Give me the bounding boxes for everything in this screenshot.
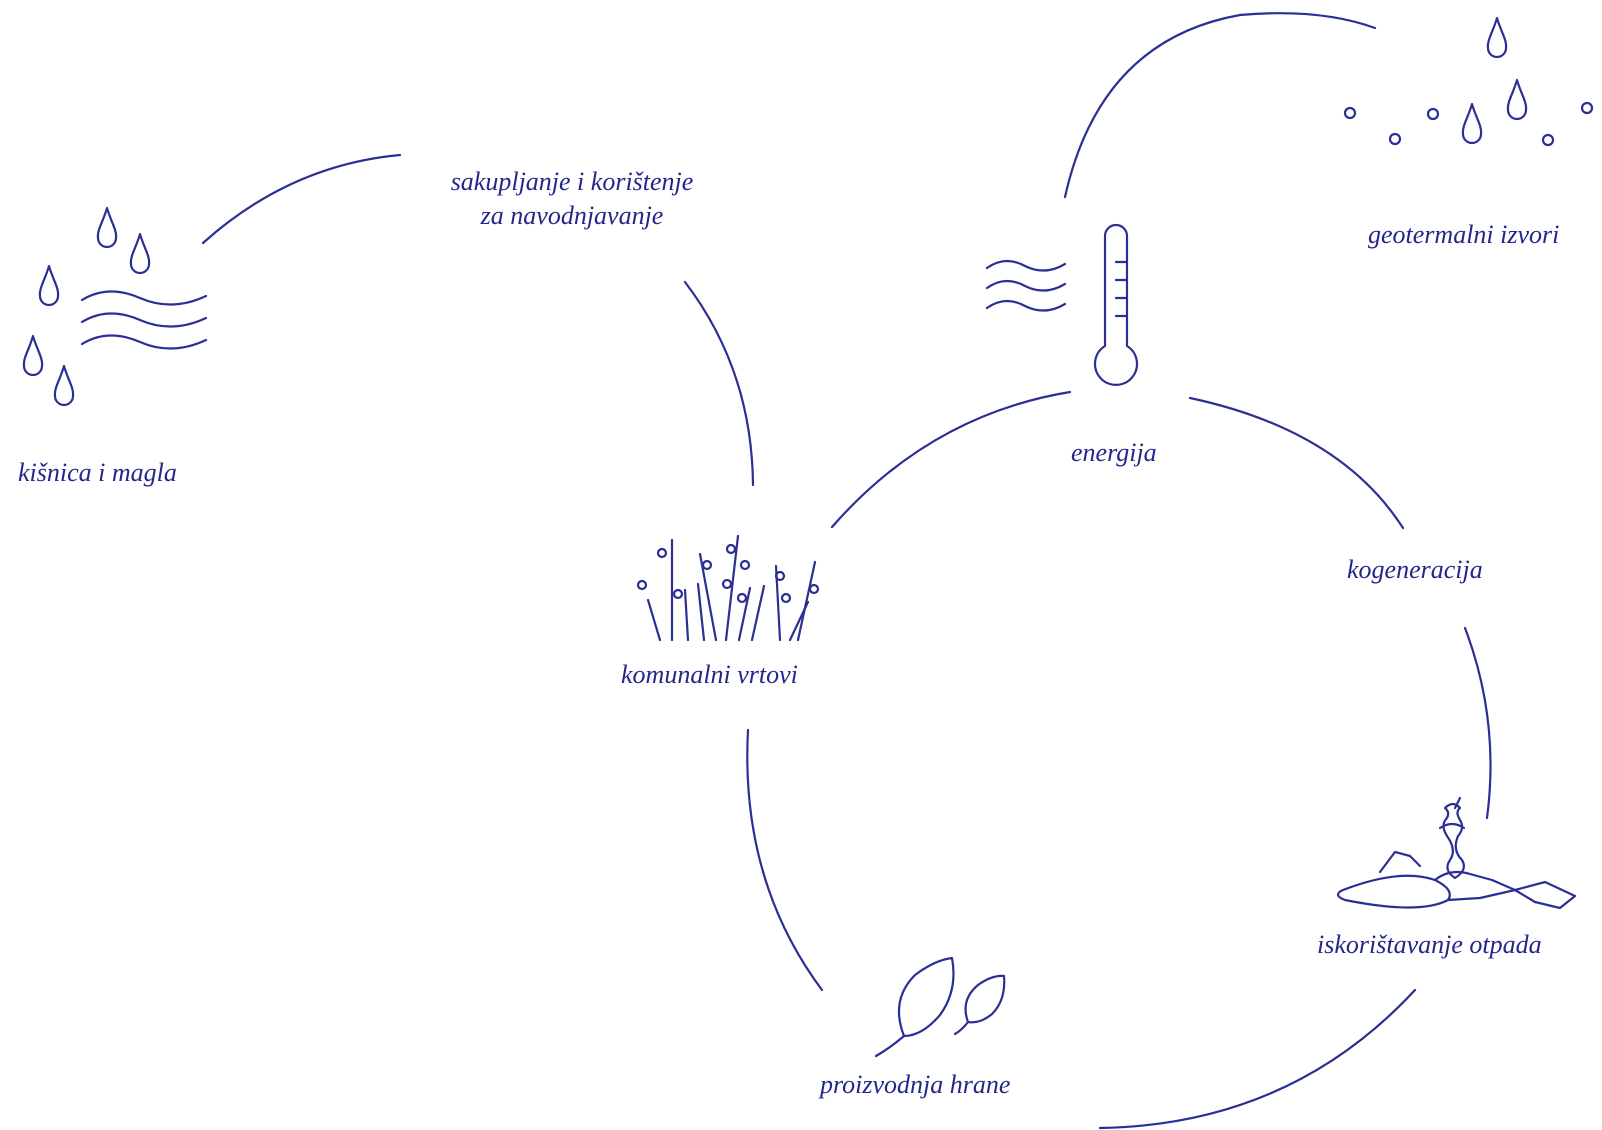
label-collection-line1: sakupljanje i korištenje [450, 167, 694, 196]
drops-bubbles-icon [1343, 16, 1594, 147]
label-collection: sakupljanje i korištenje za navodnjavanj… [408, 165, 736, 233]
arc-energy-to-cogeneration [1188, 396, 1405, 530]
arc-collection-to-gardens [683, 280, 755, 487]
label-food: proizvodnja hrane [820, 1070, 1011, 1099]
rain-waves-icon [22, 206, 208, 407]
label-cogeneration: kogeneracija [1347, 555, 1483, 584]
arc-cogeneration-to-waste [1463, 626, 1492, 820]
arc-gardens-to-food [746, 728, 824, 992]
arc-energy-to-geothermal [1063, 12, 1377, 199]
label-collection-line2: za navodnjavanje [480, 201, 664, 230]
label-waste: iskorištavanje otpada [1317, 930, 1542, 959]
compost-waste-icon [1336, 796, 1577, 910]
arc-waste-to-food [1098, 988, 1417, 1130]
arc-gardens-to-energy [830, 390, 1072, 529]
label-energy: energija [1071, 438, 1157, 467]
label-geothermal: geotermalni izvori [1368, 220, 1560, 249]
thermometer-waves-icon [985, 223, 1139, 386]
leaves-icon [874, 956, 1006, 1058]
arc-rain-to-collection [201, 153, 402, 245]
label-gardens: komunalni vrtovi [621, 660, 798, 689]
label-rain-fog: kišnica i magla [18, 458, 177, 487]
plants-icon [636, 534, 820, 642]
